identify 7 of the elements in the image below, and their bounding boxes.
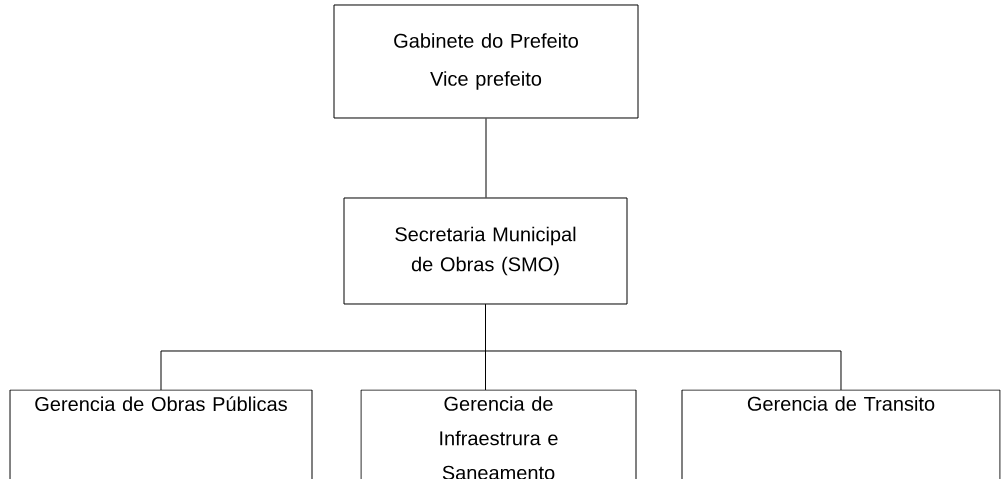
connector-line (485, 118, 487, 198)
org-box: Gerencia de Transito (681, 389, 1001, 479)
org-box: Gerencia de Infraestrura e Saneamento (360, 389, 637, 479)
org-box: Secretaria Municipal de Obras (SMO) (343, 197, 628, 305)
org-box: Gerencia de Obras Públicas (9, 389, 313, 479)
org-box: Gabinete do Prefeito Vice prefeito (333, 4, 639, 119)
connector-line (485, 304, 842, 391)
